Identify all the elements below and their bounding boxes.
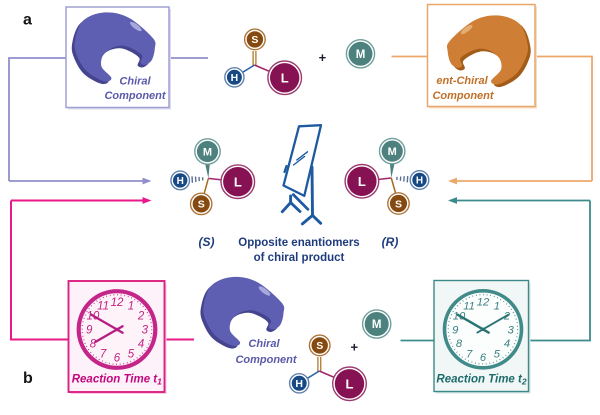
svg-text:9: 9: [452, 324, 458, 336]
svg-text:8: 8: [90, 339, 97, 351]
svg-text:b: b: [23, 370, 33, 387]
svg-text:M: M: [203, 147, 212, 159]
svg-text:S: S: [395, 198, 402, 210]
svg-text:a: a: [23, 12, 32, 29]
svg-text:12: 12: [111, 297, 124, 309]
svg-text:H: H: [416, 176, 423, 187]
svg-text:4: 4: [138, 339, 144, 351]
svg-text:S: S: [316, 340, 323, 352]
svg-text:6: 6: [114, 352, 121, 364]
svg-text:11: 11: [97, 301, 109, 313]
svg-text:7: 7: [100, 349, 107, 361]
svg-text:9: 9: [86, 325, 93, 337]
svg-text:Reaction Time t2: Reaction Time t2: [436, 374, 526, 387]
svg-text:H: H: [295, 378, 303, 390]
svg-text:L: L: [346, 377, 354, 392]
svg-text:8: 8: [456, 338, 463, 350]
svg-text:1: 1: [494, 300, 500, 312]
svg-text:1: 1: [128, 301, 134, 313]
svg-text:S: S: [198, 199, 205, 211]
svg-text:Reaction Time t1: Reaction Time t1: [72, 374, 162, 387]
svg-text:Component: Component: [235, 354, 297, 366]
svg-text:7: 7: [466, 348, 473, 360]
svg-text:3: 3: [142, 325, 149, 337]
svg-text:ent-Chiral: ent-Chiral: [436, 75, 488, 87]
svg-text:H: H: [231, 72, 239, 84]
svg-text:4: 4: [504, 338, 510, 350]
svg-text:Component: Component: [432, 90, 494, 102]
svg-text:12: 12: [477, 297, 490, 309]
svg-text:+: +: [319, 50, 327, 65]
svg-text:+: +: [351, 340, 359, 355]
svg-text:3: 3: [508, 324, 515, 336]
svg-text:2: 2: [137, 311, 145, 323]
svg-text:Opposite enantiomers: Opposite enantiomers: [238, 237, 359, 249]
svg-text:(R): (R): [382, 235, 399, 249]
svg-text:H: H: [177, 176, 184, 187]
svg-text:M: M: [372, 319, 382, 331]
svg-text:6: 6: [480, 352, 487, 364]
svg-text:of chiral product: of chiral product: [254, 252, 345, 264]
svg-text:L: L: [234, 174, 242, 189]
svg-text:(S): (S): [199, 235, 215, 249]
svg-text:5: 5: [494, 348, 501, 360]
svg-text:L: L: [358, 174, 366, 189]
svg-text:M: M: [388, 146, 397, 158]
svg-text:L: L: [281, 71, 289, 86]
svg-text:Chiral: Chiral: [119, 76, 151, 88]
svg-text:11: 11: [463, 300, 475, 312]
svg-text:5: 5: [128, 349, 135, 361]
svg-text:M: M: [356, 49, 366, 61]
svg-text:Chiral: Chiral: [248, 338, 280, 350]
svg-text:Component: Component: [104, 90, 166, 102]
svg-text:S: S: [251, 34, 258, 46]
